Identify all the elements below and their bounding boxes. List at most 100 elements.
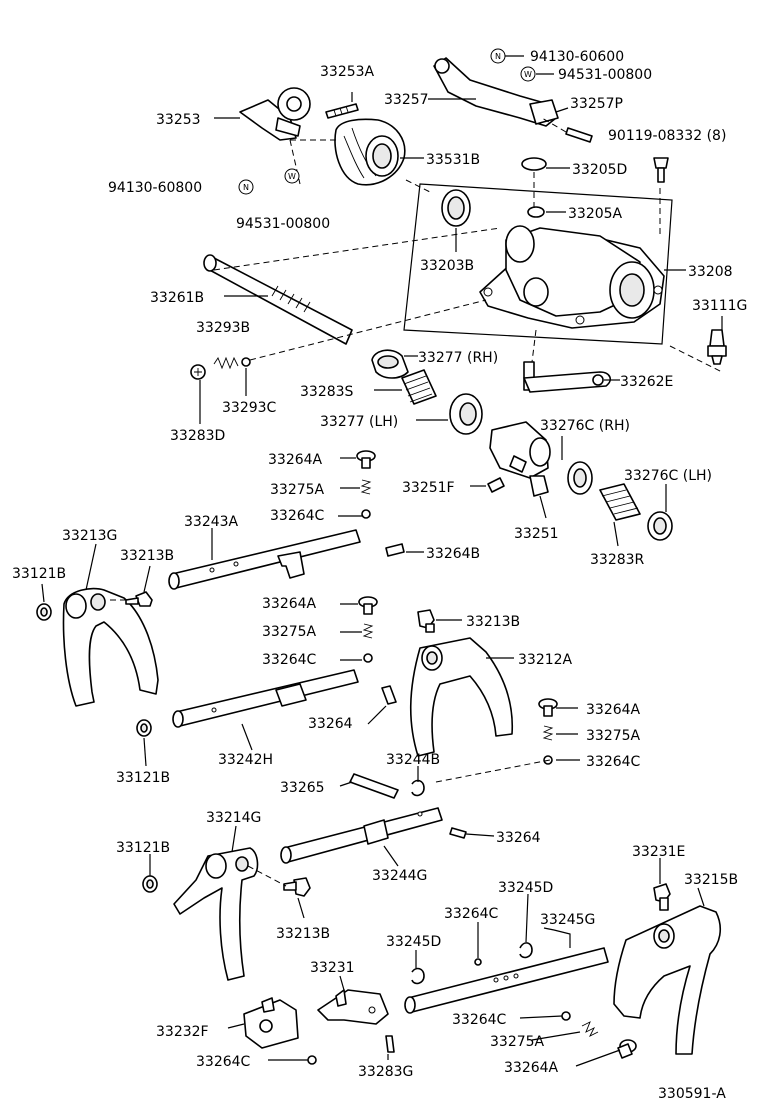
label-33205D: 33205D: [572, 162, 627, 178]
part-33253-lever: [239, 87, 311, 141]
label-33283D: 33283D: [170, 428, 225, 444]
label-33264A-4: 33264A: [504, 1060, 559, 1076]
part-33264C-ball-5: [561, 1011, 571, 1021]
part-33264-pin-1: [381, 685, 397, 705]
part-33251-shift-head: [489, 421, 551, 497]
label-94531-00800-b: 94531-00800: [558, 67, 652, 83]
part-33245D-clip-2: [411, 967, 425, 985]
label-33264C-1: 33264C: [270, 508, 325, 524]
label-33253: 33253: [156, 112, 201, 128]
part-33245G-shaft: [404, 947, 609, 1014]
part-33264A-screw-1: [356, 450, 376, 469]
label-33251F: 33251F: [402, 480, 455, 496]
label-33245G: 33245G: [540, 912, 595, 928]
part-33264A-screw-3: [538, 698, 558, 717]
part-33293C-ball: [241, 357, 251, 367]
part-33283G-pin: [385, 1035, 395, 1053]
label-33264C-4: 33264C: [444, 906, 499, 922]
label-33231: 33231: [310, 960, 355, 976]
part-33242H-shaft: [172, 669, 359, 728]
label-33276C-lh: 33276C (LH): [624, 468, 712, 484]
part-33275A-spring-2: [362, 623, 374, 639]
label-33276C-rh: 33276C (RH): [540, 418, 630, 434]
part-33264B-pin: [385, 543, 405, 557]
label-33264C-5: 33264C: [452, 1012, 507, 1028]
label-33214G: 33214G: [206, 810, 261, 826]
label-33244B: 33244B: [386, 752, 440, 768]
label-33213G: 33213G: [62, 528, 117, 544]
label-33213B-2: 33213B: [466, 614, 520, 630]
part-33264C-ball-2: [363, 653, 373, 663]
label-33215B: 33215B: [684, 872, 738, 888]
part-33244G-shaft: [280, 807, 443, 864]
part-33243A-shaft: [168, 529, 361, 590]
part-33244B-clip: [411, 779, 425, 797]
part-33283R-spring: [599, 483, 641, 521]
part-33276CRH-seal: [567, 461, 593, 495]
part-labels: 33253A 33253 94130-60800 94531-00800 335…: [12, 49, 747, 1102]
part-90119-bolt: [653, 157, 669, 183]
label-33245D-1: 33245D: [498, 880, 553, 896]
assembly-dashed-lines: [110, 117, 723, 887]
part-33265-pin: [349, 773, 399, 799]
part-33251F-pin: [487, 477, 505, 493]
part-33264A-screw-4: [617, 1039, 637, 1059]
symbol-w-marker: W: [284, 168, 300, 184]
part-33531B-boot: [334, 118, 406, 186]
part-33205A-bushing: [527, 206, 545, 218]
label-33244G: 33244G: [372, 868, 427, 884]
part-33203B-seal: [441, 189, 471, 227]
part-33264C-ball-1: [361, 509, 371, 519]
label-33264C-2: 33264C: [262, 652, 317, 668]
label-33203B: 33203B: [420, 258, 474, 274]
label-33212A: 33212A: [518, 652, 573, 668]
label-33231E: 33231E: [632, 844, 685, 860]
label-33265: 33265: [280, 780, 325, 796]
part-33275A-spring-1: [360, 479, 372, 495]
label-33205A: 33205A: [568, 206, 623, 222]
label-33264-2: 33264: [496, 830, 541, 846]
label-33264C-3: 33264C: [586, 754, 641, 770]
label-33531B: 33531B: [426, 152, 480, 168]
diagram-reference-code: 330591-A: [658, 1086, 726, 1102]
part-33261B-shaft: [203, 254, 353, 345]
label-33245D-2: 33245D: [386, 934, 441, 950]
label-33262E: 33262E: [620, 374, 673, 390]
label-33277-rh: 33277 (RH): [418, 350, 498, 366]
part-33121B-bushing-1: [36, 603, 52, 621]
label-33121B-2: 33121B: [116, 770, 170, 786]
label-33275A-3: 33275A: [586, 728, 641, 744]
part-33121B-bushing-2: [136, 719, 152, 737]
part-33262E-lever: [523, 361, 612, 393]
part-33232F-block: [243, 997, 299, 1049]
symbol-markers: N W N W: [238, 48, 536, 195]
label-94130-60800: 94130-60800: [108, 180, 202, 196]
part-33208-housing: [403, 183, 673, 345]
svg-text:N: N: [495, 52, 501, 61]
label-33243A: 33243A: [184, 514, 239, 530]
symbol-w-marker: W: [520, 66, 536, 82]
label-90119-08332: 90119-08332 (8): [608, 128, 726, 144]
part-33205D-washer: [521, 157, 547, 171]
part-33257-lever: [433, 57, 559, 127]
part-33245D-clip-1: [519, 942, 533, 959]
parts-artwork: [36, 57, 727, 1065]
label-33293C: 33293C: [222, 400, 277, 416]
label-33121B-1: 33121B: [12, 566, 66, 582]
part-33213B-bolt-1: [125, 591, 153, 607]
label-33264C-6: 33264C: [196, 1054, 251, 1070]
part-33275A-spring-3: [542, 725, 554, 741]
label-33264A-1: 33264A: [268, 452, 323, 468]
label-33213B-3: 33213B: [276, 926, 330, 942]
label-94531-00800: 94531-00800: [236, 216, 330, 232]
part-33212A-fork: [409, 637, 514, 757]
label-33242H: 33242H: [218, 752, 273, 768]
label-33261B: 33261B: [150, 290, 204, 306]
part-33121B-bushing-3: [142, 875, 158, 893]
leader-lines: [41, 55, 723, 1067]
svg-text:N: N: [243, 183, 249, 192]
part-33275A-spring-4: [581, 1021, 599, 1038]
label-33264-1: 33264: [308, 716, 353, 732]
part-33264C-ball-6: [307, 1055, 317, 1065]
part-33214G-fork: [173, 847, 259, 981]
